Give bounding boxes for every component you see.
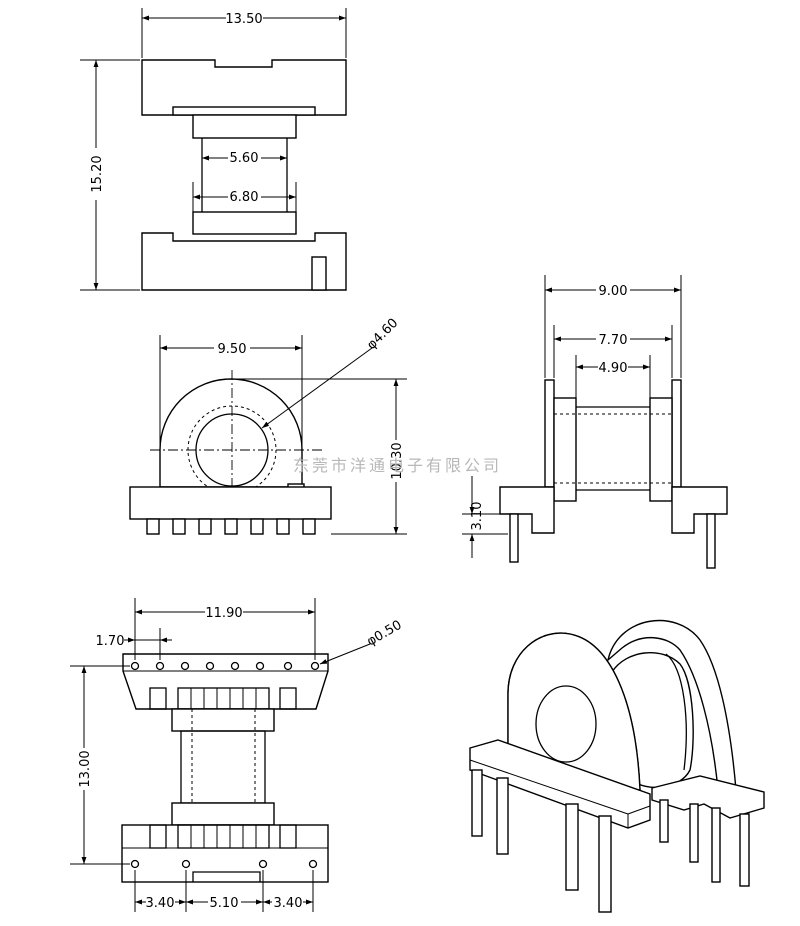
pin-diameter-label: φ0.50 — [365, 618, 405, 650]
front-pins — [146, 518, 316, 535]
watermark: 东莞市洋通电子有限公司 — [293, 456, 502, 475]
side-pin-left — [509, 513, 519, 563]
pin-span-label: 11.90 — [205, 606, 242, 621]
top-width-label: 13.50 — [225, 12, 262, 27]
side-pin-right — [706, 513, 716, 569]
bottom-view-core-top — [171, 708, 275, 732]
bottom-core-block — [192, 211, 297, 235]
side-core-right — [649, 397, 673, 502]
front-view: 9.50 φ4.60 10.30 — [129, 316, 407, 535]
side-base-right — [671, 486, 728, 534]
bottom-view-winding — [180, 730, 266, 804]
left-gap-label: 3.40 — [146, 896, 175, 911]
bottom-view-bottom-base — [121, 824, 329, 883]
bottom-view-top-base — [122, 653, 329, 710]
bottom-flange — [141, 232, 347, 291]
bottom-view-slots-top — [149, 687, 297, 710]
front-flange — [159, 378, 303, 488]
pin-pitch-label: 1.70 — [96, 634, 125, 649]
front-height-label: 10.30 — [390, 442, 405, 479]
side-width-label: 9.00 — [599, 284, 628, 299]
inner-width-label: 5.60 — [230, 151, 259, 166]
bottom-height-label: 13.00 — [78, 750, 93, 787]
bottom-view-slots-bottom — [149, 824, 297, 849]
front-base — [129, 486, 332, 520]
front-width-label: 9.50 — [218, 342, 247, 357]
bottom-view: 11.90 1.70 φ0.50 13.00 3.40 5.10 3.40 — [70, 598, 405, 912]
side-flange-right — [671, 379, 682, 488]
top-height-label: 15.20 — [90, 155, 105, 192]
hole-diameter-label: φ4.60 — [364, 316, 401, 353]
bottom-view-pin-holes-top — [130, 661, 320, 671]
side-flange-left — [544, 379, 555, 488]
pin-length-label: 3.10 — [470, 502, 485, 531]
right-gap-label: 3.40 — [274, 896, 303, 911]
top-core-block — [192, 114, 297, 139]
side-core-left — [553, 397, 577, 502]
winding-width-label: 4.90 — [599, 361, 628, 376]
core-width-label: 6.80 — [230, 190, 259, 205]
iso-hole — [535, 685, 597, 763]
isometric-view — [469, 619, 765, 913]
bottom-view-core-bottom — [171, 802, 275, 826]
side-base-left — [499, 486, 555, 534]
side-view: 9.00 7.70 4.90 3.10 — [462, 275, 728, 569]
center-gap-label: 5.10 — [210, 896, 239, 911]
flange-span-label: 7.70 — [599, 333, 628, 348]
top-view: 13.50 15.20 5.60 6.80 — [80, 8, 347, 291]
pin-slot — [311, 256, 327, 291]
top-ledge — [172, 106, 316, 116]
bottom-view-pin-holes-bottom — [130, 859, 318, 869]
